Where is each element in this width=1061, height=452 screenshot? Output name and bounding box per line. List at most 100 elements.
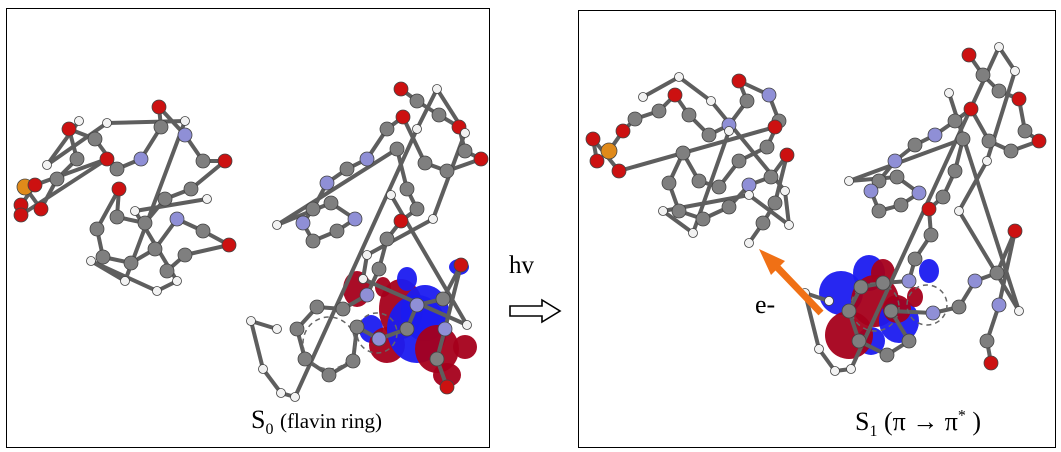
atom <box>901 333 917 349</box>
hv-label: hv <box>509 252 534 279</box>
atom <box>615 123 631 139</box>
s0-molecule-render <box>13 81 489 402</box>
atom <box>651 103 667 119</box>
atom <box>911 185 927 201</box>
atom <box>724 126 734 136</box>
atom <box>462 320 472 330</box>
bond <box>947 92 1021 312</box>
atom <box>99 151 115 167</box>
atom <box>221 237 237 253</box>
atom <box>295 215 311 231</box>
atom <box>784 220 794 230</box>
atom <box>323 195 339 211</box>
atom <box>393 81 409 97</box>
atom <box>339 161 355 177</box>
s1-caption-close: ) <box>965 407 982 436</box>
atom <box>871 203 887 219</box>
transition-arrow-icon <box>509 298 562 324</box>
atom <box>457 143 473 159</box>
atom <box>947 113 963 129</box>
atom <box>362 250 372 260</box>
s1-caption-arrow: → <box>912 407 939 436</box>
atom <box>983 355 999 371</box>
atom <box>27 177 43 193</box>
atom <box>951 299 967 315</box>
atom <box>435 291 451 307</box>
atom <box>151 99 167 115</box>
atom <box>667 87 683 103</box>
atom <box>399 181 415 197</box>
bond <box>95 188 121 230</box>
bond <box>783 190 791 226</box>
s0-caption: S0 (flavin ring) <box>251 405 382 439</box>
atom <box>412 124 422 134</box>
atom <box>994 42 1004 52</box>
bond <box>957 160 989 212</box>
bond <box>261 367 283 395</box>
atom <box>991 297 1007 313</box>
bond <box>275 147 399 227</box>
atom <box>417 155 433 171</box>
atom <box>305 233 321 249</box>
atom <box>246 316 256 326</box>
atom <box>830 366 840 376</box>
atom <box>109 161 125 177</box>
atom <box>473 151 489 167</box>
atom <box>991 83 1007 99</box>
atom <box>87 131 103 147</box>
bond <box>184 243 230 257</box>
atom <box>305 201 321 217</box>
atom <box>600 142 618 160</box>
atom <box>120 276 130 286</box>
atom <box>409 201 425 217</box>
bond <box>747 193 791 227</box>
atom <box>863 183 879 199</box>
atom <box>763 169 779 185</box>
atom <box>759 139 775 155</box>
atom <box>887 153 903 169</box>
atom <box>42 160 52 170</box>
atom <box>409 93 425 109</box>
atom <box>177 247 193 263</box>
atom <box>961 47 977 63</box>
atom <box>180 116 190 126</box>
atom <box>61 121 77 137</box>
atom <box>875 275 891 291</box>
atom <box>329 223 345 239</box>
atom <box>33 201 49 217</box>
atom <box>123 255 139 271</box>
atom <box>431 107 447 123</box>
bond <box>134 197 208 213</box>
atom <box>944 88 954 98</box>
orbital-lobe-negative <box>919 259 939 283</box>
atom <box>95 249 111 265</box>
s0-caption-symbol: S <box>251 405 266 434</box>
atom <box>661 175 677 191</box>
atom <box>923 227 939 243</box>
aromatic-ring <box>906 284 948 326</box>
atom <box>13 207 29 223</box>
atom <box>272 220 282 230</box>
atom <box>74 116 84 126</box>
atom <box>109 209 125 225</box>
atom <box>349 319 365 335</box>
atom <box>695 211 711 227</box>
atom <box>701 127 717 143</box>
atom <box>780 186 790 196</box>
atom <box>153 119 169 135</box>
atom <box>157 191 173 207</box>
atom <box>889 169 905 185</box>
atom <box>359 287 375 303</box>
atom <box>691 173 707 189</box>
s1-caption: S1 (π → π* ) <box>855 407 981 441</box>
orbital-lobe-positive <box>453 335 477 359</box>
atom <box>907 251 923 267</box>
atom <box>309 299 325 315</box>
bond <box>366 217 434 257</box>
atom <box>935 189 951 205</box>
bond <box>249 320 265 370</box>
bond <box>415 88 439 130</box>
atom <box>428 214 438 224</box>
atom <box>627 111 643 127</box>
atom <box>202 194 212 204</box>
